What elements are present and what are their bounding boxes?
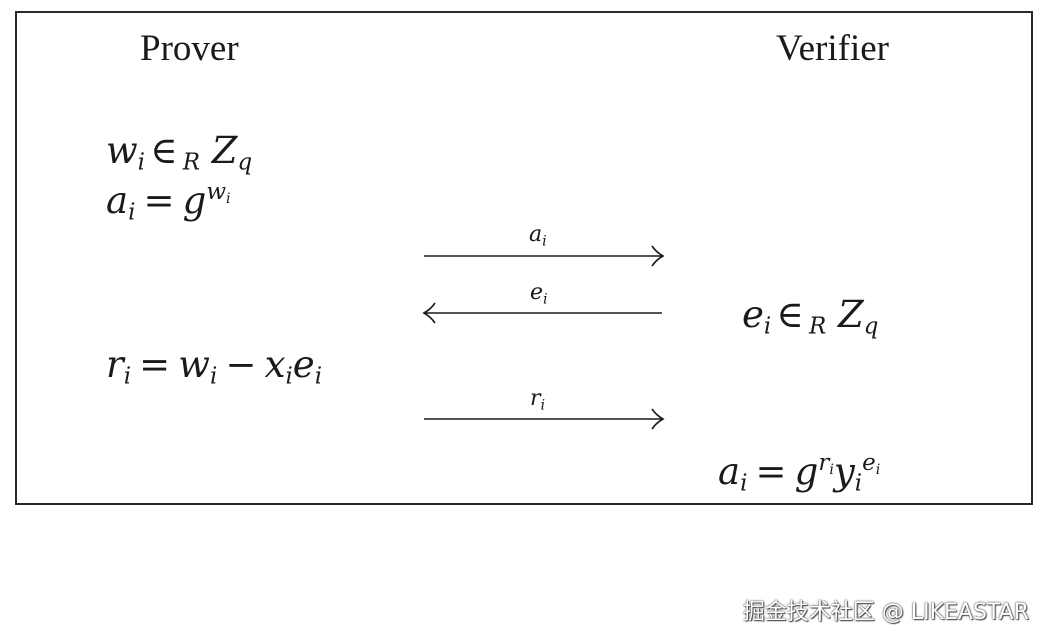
message-label-commitment: ai (529, 222, 547, 250)
watermark: 掘金技术社区 @ LIKEASTAR (742, 600, 1029, 625)
verifier-check: ai=griyiei (718, 449, 881, 497)
verifier-heading: Verifier (776, 28, 889, 69)
prover-random-choice: wi∈R Zq (106, 129, 253, 176)
diagram-frame (15, 11, 1033, 505)
prover-response: ri=wi−xiei (106, 343, 323, 390)
message-label-challenge: ei (530, 280, 548, 308)
prover-heading: Prover (140, 28, 239, 69)
arrow-challenge (422, 302, 662, 324)
verifier-challenge: ei∈R Zq (742, 293, 879, 340)
arrow-response (424, 408, 665, 430)
arrow-commitment (424, 245, 665, 267)
message-label-response: ri (530, 386, 546, 414)
prover-commitment: ai=gwi (106, 178, 231, 226)
